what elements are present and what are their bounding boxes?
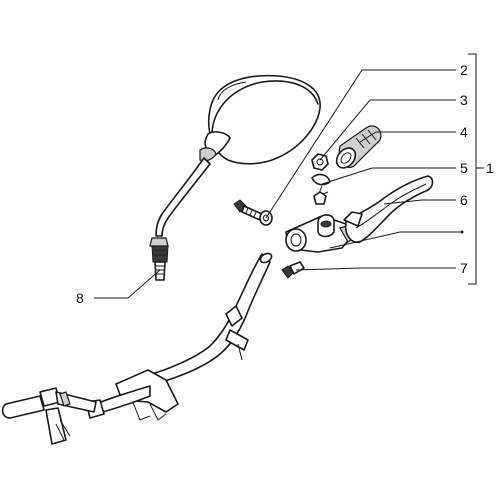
handle-grip: [335, 125, 382, 169]
mirror: [199, 74, 321, 165]
callout-7: 7: [460, 260, 468, 276]
callout-3: 3: [460, 92, 468, 108]
spring-clip-5: [311, 173, 331, 205]
leader-lines: [94, 53, 484, 299]
callout-2: 2: [460, 62, 468, 78]
handlebar: [1, 252, 273, 445]
callout-6: 6: [460, 192, 468, 208]
screw-2: [233, 199, 273, 226]
mirror-stem: [149, 157, 211, 281]
nut-3: [311, 153, 329, 171]
screw-7: [281, 261, 305, 279]
callout-4: 4: [460, 124, 468, 140]
callout-5: 5: [460, 160, 468, 176]
brake-lever: [343, 175, 434, 244]
lever-bracket: [285, 214, 361, 253]
callout-1: 1: [486, 160, 494, 176]
callout-8: 8: [76, 290, 84, 306]
